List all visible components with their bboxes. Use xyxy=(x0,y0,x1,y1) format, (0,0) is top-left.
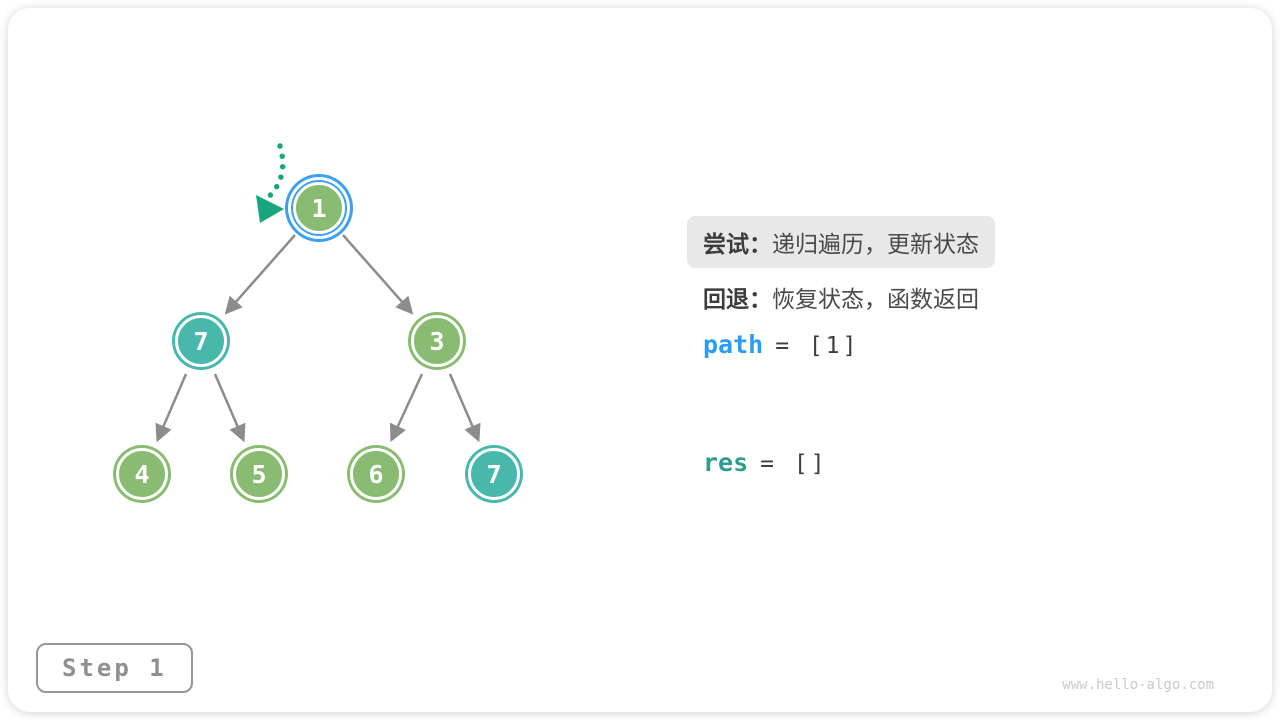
legend-backtrack: 回退：恢复状态，函数返回 xyxy=(703,280,979,314)
variable-res-value: = [] xyxy=(760,451,828,477)
variable-res-name: res xyxy=(703,448,749,477)
watermark: www.hello-algo.com xyxy=(1062,677,1214,693)
variable-res: res = [] xyxy=(703,448,828,477)
variable-path-value: = [1] xyxy=(775,333,860,359)
tree-node: 7 xyxy=(468,448,520,500)
legend-try-text: 递归遍历，更新状态 xyxy=(772,231,979,257)
tree-node: 3 xyxy=(411,315,463,367)
variable-path-name: path xyxy=(703,330,764,359)
legend-backtrack-label: 回退： xyxy=(703,286,772,312)
tree-node-root: 1 xyxy=(293,182,345,234)
legend-try: 尝试：递归遍历，更新状态 xyxy=(687,216,995,268)
tree-node: 6 xyxy=(350,448,402,500)
variable-path: path = [1] xyxy=(703,330,859,359)
legend-backtrack-text: 恢复状态，函数返回 xyxy=(772,286,979,312)
tree-node: 4 xyxy=(116,448,168,500)
tree-node: 7 xyxy=(175,315,227,367)
legend-try-label: 尝试： xyxy=(703,231,772,257)
tree-node: 5 xyxy=(233,448,285,500)
step-badge: Step 1 xyxy=(36,643,193,693)
